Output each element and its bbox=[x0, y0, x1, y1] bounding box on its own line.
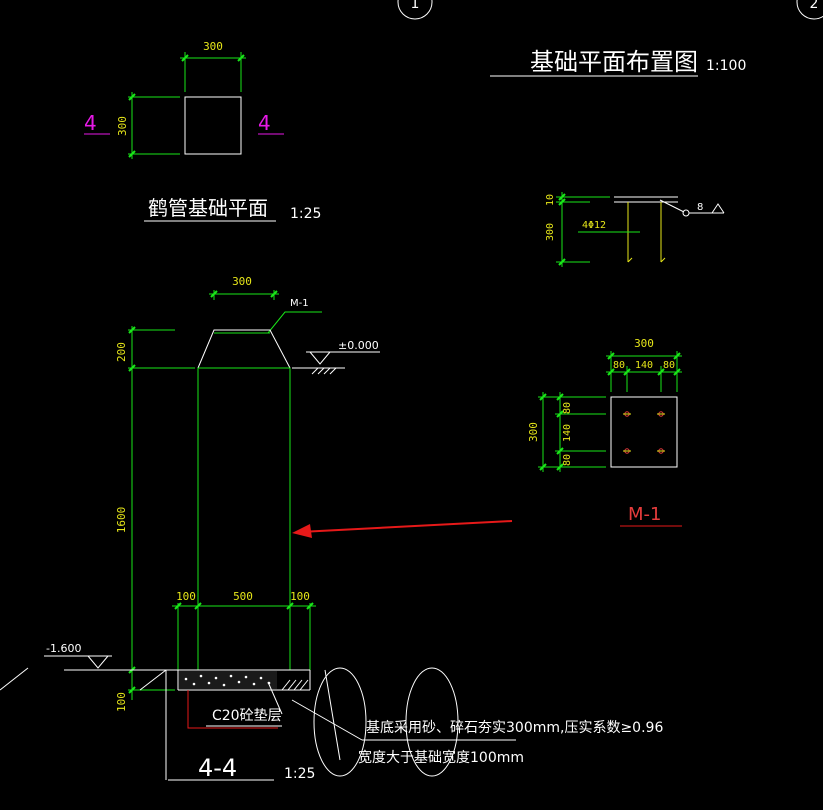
axis-bubble-1: 1 bbox=[397, 0, 433, 20]
crane-plan-scale: 1:25 bbox=[290, 206, 321, 222]
plan-title-block: 基础平面布置图 1:100 bbox=[490, 48, 746, 77]
section-scale: 1:25 bbox=[284, 766, 315, 782]
compaction-oval-1 bbox=[313, 667, 367, 777]
crane-plan-title: 鹤管基础平面 bbox=[148, 196, 268, 220]
elevation-bottom: -1.600 bbox=[46, 642, 81, 655]
plate-dim-80-a: 80 bbox=[613, 360, 625, 371]
section-4-4: 300 M-1 200 1600 100 100 500 bbox=[0, 275, 663, 782]
section-mark-right: 4 bbox=[258, 111, 271, 135]
anchor-dim-10: 10 bbox=[545, 194, 556, 206]
anchor-bar-label: 4Φ12 bbox=[582, 220, 606, 231]
compaction-oval-2 bbox=[405, 667, 459, 777]
weld-size-label: 8 bbox=[697, 202, 703, 213]
anchor-bolt-detail: 10 300 4Φ12 8 bbox=[545, 192, 725, 267]
axis-label-2: 2 bbox=[810, 0, 819, 12]
plate-dim-300-v: 300 bbox=[527, 422, 540, 442]
red-arrow-head bbox=[292, 524, 312, 538]
ground-hatch-top bbox=[311, 367, 337, 375]
section-mark-left: 4 bbox=[84, 111, 97, 135]
plan-title: 基础平面布置图 bbox=[530, 48, 698, 76]
section-label: 4-4 bbox=[198, 754, 237, 782]
plate-dim-80-c: 80 bbox=[562, 402, 573, 414]
cushion-layer-hatch bbox=[179, 671, 309, 691]
plate-dim-80-b: 80 bbox=[663, 360, 675, 371]
foundation-square bbox=[184, 96, 242, 155]
plate-label: M-1 bbox=[628, 504, 661, 525]
plate-outline bbox=[610, 396, 678, 468]
plan-dim-300-v: 300 bbox=[116, 116, 129, 136]
plate-dim-300-h: 300 bbox=[634, 337, 654, 350]
note-line-1: 基底采用砂、碎石夯实300mm,压实系数≥0.96 bbox=[366, 719, 663, 736]
cushion-label: C20砼垫层 bbox=[212, 708, 282, 724]
axis-label-1: 1 bbox=[411, 0, 420, 12]
red-arrow-shaft bbox=[299, 520, 513, 533]
anchor-dim-300: 300 bbox=[545, 223, 556, 241]
embedded-plate-m1: 300 80 140 80 300 80 140 80 M-1 bbox=[527, 337, 682, 527]
section-dim-100-right: 100 bbox=[290, 590, 310, 603]
plate-dim-80-d: 80 bbox=[562, 454, 573, 466]
m1-leader-label: M-1 bbox=[290, 298, 309, 309]
plate-dim-140-v: 140 bbox=[562, 424, 573, 442]
plate-dim-140-h: 140 bbox=[635, 360, 653, 371]
axis-bubble-2: 2 bbox=[796, 0, 823, 20]
section-dim-100-bottom: 100 bbox=[115, 692, 128, 712]
section-dim-100-left: 100 bbox=[176, 590, 196, 603]
section-dim-200: 200 bbox=[115, 342, 128, 362]
plan-scale: 1:100 bbox=[706, 58, 746, 74]
crane-foundation-plan: 300 300 4 4 鹤管基础平面 1:25 bbox=[84, 40, 321, 222]
plan-dim-300-h: 300 bbox=[203, 40, 223, 53]
section-dim-500: 500 bbox=[233, 590, 253, 603]
section-dim-1600: 1600 bbox=[115, 507, 128, 534]
section-dim-300: 300 bbox=[232, 275, 252, 288]
elevation-top: ±0.000 bbox=[338, 339, 379, 352]
note-line-2: 宽度大于基础宽度100mm bbox=[358, 749, 524, 766]
plate-holes bbox=[623, 411, 665, 454]
